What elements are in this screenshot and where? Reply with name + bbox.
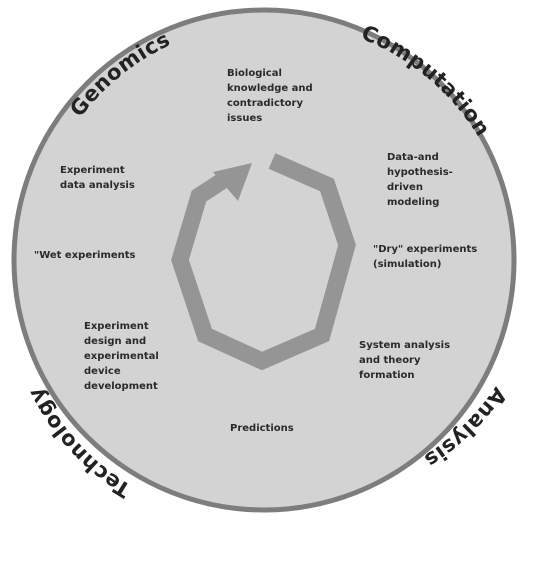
stage-experiment-design: Experiment design and experimental devic…: [84, 321, 159, 392]
stage-wet-experiments: "Wet experiments: [34, 250, 136, 261]
stage-data-hypothesis-modeling: Data-and hypothesis- driven modeling: [387, 152, 453, 208]
stage-biological-knowledge: Biological knowledge and contradictory i…: [227, 68, 313, 124]
cycle-arrowhead: [213, 163, 252, 201]
stage-experiment-data-analysis: Experiment data analysis: [60, 165, 135, 191]
stage-system-analysis: System analysis and theory formation: [359, 340, 451, 381]
stage-predictions: Predictions: [230, 423, 294, 434]
outer-disc: [11, 7, 517, 513]
cycle-arrow-shaft: [171, 153, 356, 371]
stage-dry-experiments: "Dry" experiments (simulation): [373, 244, 478, 270]
